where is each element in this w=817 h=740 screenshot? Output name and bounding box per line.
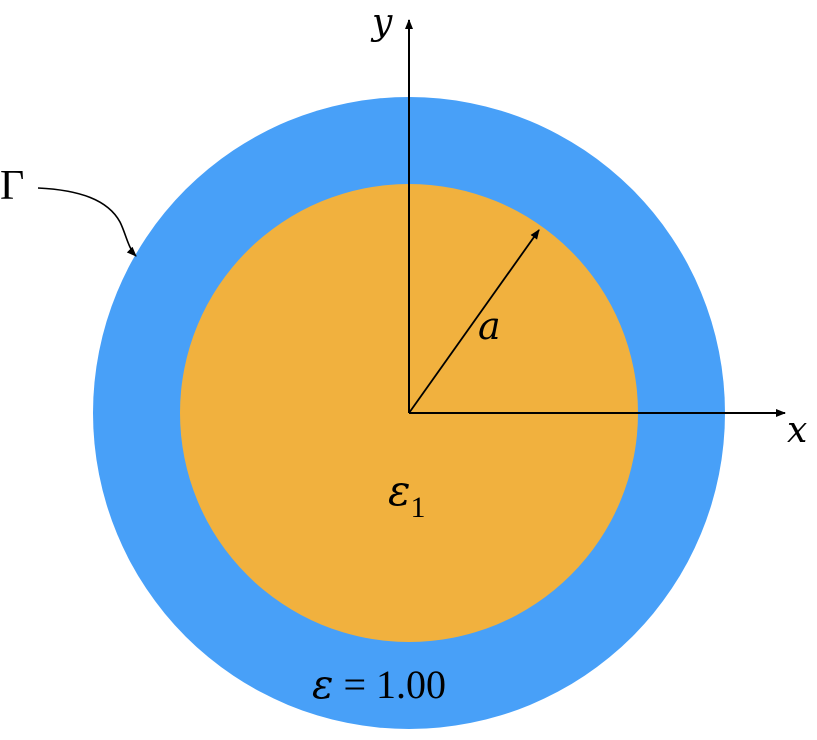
radius-label: a xyxy=(478,304,501,348)
inner-permittivity-label: ε1 xyxy=(388,466,426,524)
outer-permittivity-symbol: ε xyxy=(312,662,333,708)
inner-permittivity-subscript: 1 xyxy=(411,491,426,524)
boundary-label: Γ xyxy=(0,163,24,209)
outer-permittivity-value: = 1.00 xyxy=(333,662,446,707)
boundary-pointer-arrow xyxy=(37,187,137,257)
x-axis-label: x xyxy=(787,410,807,451)
radius-arrow xyxy=(408,229,540,414)
inner-permittivity-symbol: ε xyxy=(388,466,411,515)
outer-permittivity-label: ε = 1.00 xyxy=(312,662,446,708)
y-axis-label: y xyxy=(370,2,393,43)
